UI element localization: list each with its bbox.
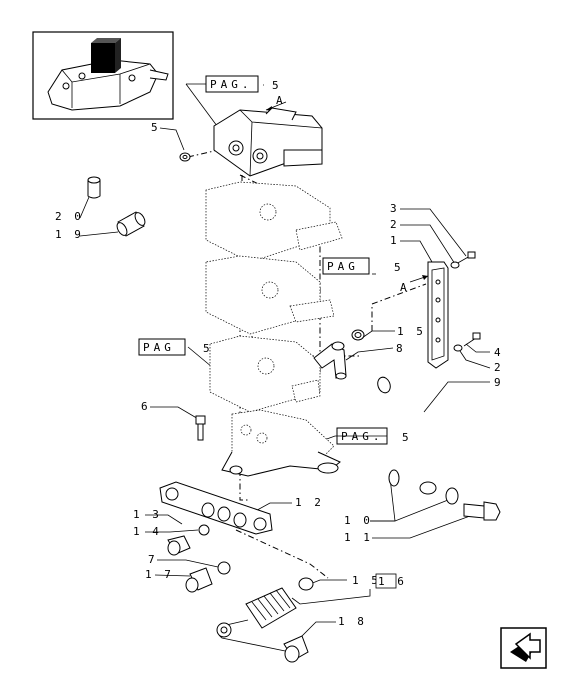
callout-10: 1 0 bbox=[344, 514, 373, 527]
banjo-bolt-11[interactable] bbox=[463, 501, 501, 521]
svg-text:PAG.: PAG. bbox=[341, 430, 384, 443]
washer-2-low[interactable] bbox=[453, 344, 463, 352]
next-page-arrow-icon[interactable] bbox=[500, 627, 547, 669]
link-arm-12[interactable] bbox=[159, 481, 273, 535]
callout-18: 1 8 bbox=[338, 615, 367, 628]
callout-1: 1 bbox=[390, 234, 400, 247]
svg-text:1 6: 1 6 bbox=[378, 575, 407, 588]
ref-box-pag-top[interactable]: PAG. bbox=[205, 75, 259, 93]
callout-5-left: 5 bbox=[151, 121, 161, 134]
spacer-20[interactable] bbox=[87, 176, 101, 199]
bolt-4[interactable] bbox=[463, 332, 481, 347]
callout-19: 1 9 bbox=[55, 228, 84, 241]
callout-15-low: 1 5 bbox=[352, 574, 381, 587]
ref-box-pag-mid[interactable]: PAG bbox=[322, 257, 370, 275]
callout-3: 3 bbox=[390, 202, 400, 215]
callout-9: 9 bbox=[494, 376, 504, 389]
callout-13: 1 3 bbox=[133, 508, 162, 521]
callout-15-mid: 1 5 bbox=[397, 325, 426, 338]
callout-11: 1 1 bbox=[344, 531, 373, 544]
arrow-a-right-icon bbox=[409, 275, 429, 283]
oring-7[interactable] bbox=[217, 561, 231, 575]
seal-10-right[interactable] bbox=[445, 487, 459, 505]
oring-15-low[interactable] bbox=[298, 577, 314, 591]
arrow-a-top-label: A bbox=[276, 94, 286, 107]
ref-box-pag-left[interactable]: PAG bbox=[138, 338, 186, 356]
boot-assembly-18[interactable] bbox=[216, 587, 309, 663]
callout-2-top: 2 bbox=[390, 218, 400, 231]
callout-2-low: 2 bbox=[494, 361, 504, 374]
leader-lines bbox=[79, 83, 491, 639]
callout-12: 1 2 bbox=[295, 496, 324, 509]
callout-14: 1 4 bbox=[133, 525, 162, 538]
plug-17[interactable] bbox=[185, 567, 213, 593]
callout-20: 2 0 bbox=[55, 210, 84, 223]
svg-text:PAG: PAG bbox=[327, 260, 359, 273]
thumbnail-frame bbox=[32, 31, 174, 120]
valve-stack-ghost bbox=[205, 181, 343, 477]
bushing-19[interactable] bbox=[115, 211, 147, 237]
callout-5-pag-left: 5 bbox=[203, 342, 213, 355]
svg-text:PAG: PAG bbox=[143, 341, 175, 354]
callout-4: 4 bbox=[494, 346, 504, 359]
seal-10-left[interactable] bbox=[388, 469, 400, 487]
callout-17: 1 7 bbox=[145, 568, 174, 581]
valve-block-top[interactable] bbox=[213, 107, 323, 177]
tractor-thumbnail-icon bbox=[47, 38, 169, 111]
pipe-9[interactable] bbox=[376, 375, 437, 495]
callout-5-right: 5 bbox=[394, 261, 404, 274]
oring-15-mid[interactable] bbox=[351, 329, 365, 341]
seal-ring-5[interactable] bbox=[179, 152, 191, 162]
callout-5-top: 5 bbox=[272, 79, 282, 92]
arrow-a-right-label: A bbox=[400, 281, 410, 294]
ring-13[interactable] bbox=[198, 524, 210, 536]
bolt-6[interactable] bbox=[195, 415, 206, 441]
elbow-fitting-8[interactable] bbox=[313, 341, 347, 380]
callout-5-pag-right: 5 bbox=[402, 431, 412, 444]
pin-14[interactable] bbox=[167, 535, 191, 556]
bolt-3[interactable] bbox=[455, 251, 476, 265]
washer-2-top[interactable] bbox=[450, 261, 460, 269]
ref-box-16[interactable]: 1 6 bbox=[375, 573, 407, 589]
callout-6: 6 bbox=[141, 400, 151, 413]
callout-8: 8 bbox=[396, 342, 406, 355]
bracket-1[interactable] bbox=[427, 261, 449, 369]
svg-text:PAG.: PAG. bbox=[210, 78, 253, 91]
callout-7: 7 bbox=[148, 553, 158, 566]
